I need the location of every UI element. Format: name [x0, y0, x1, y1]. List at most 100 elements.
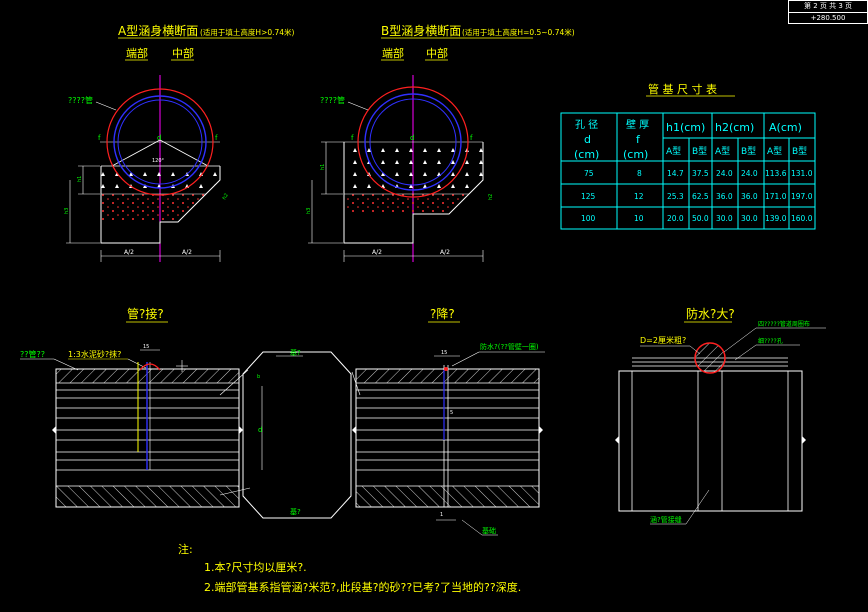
- table-cell-d: 125: [581, 192, 596, 201]
- settle-waterproof-label: 防水?(??管壁一圈): [480, 342, 539, 351]
- table-cell-ab: 160.0: [791, 214, 813, 223]
- table-h1-b-type: B型: [692, 146, 707, 157]
- middle-b-label: b: [257, 374, 260, 380]
- joint-bottom-hatch: [56, 486, 239, 507]
- table-cell-ab: 131.0: [791, 169, 813, 178]
- table-header-col2-bot: (cm): [623, 148, 648, 161]
- section-a-f-left: f: [98, 134, 101, 142]
- section-b-drawing: B型涵身横断面 (适用于填土高度H=0.5~0.74米) 端部 中部 ????管…: [306, 23, 575, 262]
- middle-octagon: [242, 351, 352, 519]
- table-h2-b-type: B型: [741, 146, 756, 157]
- table-cell-f: 12: [634, 192, 644, 201]
- section-a-dim-total: h3: [64, 208, 70, 214]
- section-a-dim-h2: h2: [222, 192, 230, 201]
- table-header-h1: h1(cm): [666, 121, 705, 134]
- table-header-a: A(cm): [769, 121, 802, 134]
- pipe-base-table: 管 基 尺 寸 表 孔 径 d (cm) 壁 厚 f (cm) h1(cm) h…: [560, 82, 816, 230]
- waterproof-view-drawing: 防水?大? D=2厘米粗? 四?????管道周圈布 细????孔 涵?管接缝: [615, 306, 826, 525]
- waterproof-d-label: D=2厘米粗?: [640, 335, 686, 345]
- section-a-dims: [66, 165, 221, 262]
- notes-label: 注:: [178, 542, 193, 556]
- section-b-dims: [308, 141, 484, 262]
- section-a-pipe-inner: [117, 99, 203, 185]
- table-cell-ab: 197.0: [791, 192, 813, 201]
- section-b-base-outline: [343, 142, 484, 244]
- middle-bottom-label: 基?: [290, 507, 301, 516]
- table-h2-a-type: A型: [715, 146, 730, 157]
- table-header-col2-top: 壁 厚: [626, 118, 649, 131]
- section-b-dim-total: h3: [306, 208, 312, 214]
- section-a-half-right: A/2: [182, 249, 192, 256]
- settle-view-title: ?降?: [430, 307, 455, 321]
- note-1: 1.本?尺寸均以厘米?.: [204, 560, 307, 574]
- section-a-d-label: d: [157, 134, 161, 142]
- section-a-base-dots: [101, 194, 160, 222]
- settle-dim-gap: 1: [440, 512, 443, 518]
- table-cell-aa: 171.0: [765, 192, 787, 201]
- section-b-d-label: d: [410, 134, 414, 142]
- section-b-base-dots-right: [413, 194, 469, 214]
- settle-dim-top: 15: [441, 350, 447, 356]
- section-b-f-right: f: [470, 134, 473, 142]
- note-2: 2.端部管基系指管涵?米范?,此段基?的砂??已考?了当地的??深度.: [204, 580, 521, 594]
- title-block-sheet: 第 2 页 共 3 页: [789, 1, 867, 13]
- table-rows: 75 8 14.7 37.5 24.0 24.0 113.6 131.0 125…: [581, 169, 813, 223]
- section-b-pipe-label: ????管: [320, 95, 345, 105]
- joint-dim: 15: [143, 344, 149, 350]
- middle-top-label: 基?: [290, 348, 301, 357]
- section-a-base-outline: [100, 166, 221, 244]
- section-a-title: A型涵身横断面: [118, 23, 198, 38]
- table-header-col1-top: 孔 径: [575, 118, 598, 131]
- settle-bottom-label: 基础: [482, 526, 496, 535]
- section-a-subtitle: (适用于填土高度H>0.74米): [200, 27, 295, 37]
- table-cell-h2a: 30.0: [716, 214, 733, 223]
- section-b-subtitle: (适用于填土高度H=0.5~0.74米): [462, 27, 575, 37]
- section-b-half-left: A/2: [372, 249, 382, 256]
- table-cell-aa: 113.6: [765, 169, 787, 178]
- table-cell-h1a: 20.0: [667, 214, 684, 223]
- table-title: 管 基 尺 寸 表: [648, 82, 717, 96]
- table-cell-h1a: 14.7: [667, 169, 684, 178]
- table-a-a-type: A型: [767, 146, 782, 157]
- table-header-h2: h2(cm): [715, 121, 754, 134]
- table-type-headers: A型 B型 A型 B型 A型 B型: [666, 146, 807, 157]
- section-b-pipe-mid: [364, 93, 462, 191]
- settle-dim-side: 5: [450, 410, 453, 416]
- table-cell-h2b: 24.0: [741, 169, 758, 178]
- middle-d-label: d: [258, 426, 262, 434]
- waterproof-bottom-label: 涵?管接缝: [650, 515, 682, 524]
- table-cell-d: 100: [581, 214, 596, 223]
- section-a-base-triangles: [101, 166, 160, 194]
- waterproof-joint-circle: [694, 342, 726, 374]
- section-a-angle-label: 120°: [152, 158, 165, 164]
- waterproof-r2-label: 细????孔: [758, 337, 783, 345]
- section-a-pipe-label: ????管: [68, 95, 93, 105]
- joint-view-pipe-label: ??管??: [20, 349, 45, 359]
- joint-view-note-label: 1:3水泥砂?抹?: [68, 349, 121, 359]
- section-a-label-mid: 中部: [172, 46, 194, 60]
- section-b-base-triangles-right: [413, 142, 483, 194]
- table-cell-f: 10: [634, 214, 644, 223]
- section-a-pipe-outer: [106, 88, 214, 196]
- section-b-half-right: A/2: [440, 249, 450, 256]
- table-cell-h2b: 36.0: [741, 192, 758, 201]
- section-a-pipe-mid: [113, 95, 207, 189]
- section-b-f-left: f: [351, 134, 354, 142]
- title-block-code: +280.500: [810, 14, 846, 22]
- table-header-col1-bot: (cm): [574, 148, 599, 161]
- table-cell-aa: 139.0: [765, 214, 787, 223]
- table-cell-h1b: 50.0: [692, 214, 709, 223]
- table-cell-f: 8: [637, 169, 642, 178]
- joint-view-title: 管?接?: [127, 306, 164, 321]
- section-b-pipe-outer: [357, 86, 469, 198]
- table-row: 100 10 20.0 50.0 30.0 30.0 139.0 160.0: [581, 214, 813, 223]
- table-cell-h1a: 25.3: [667, 192, 684, 201]
- settle-top-hatch: [356, 369, 539, 383]
- table-h1-a-type: A型: [666, 146, 681, 157]
- table-cell-h1b: 37.5: [692, 169, 709, 178]
- section-b-base-dots: [344, 194, 413, 214]
- section-a-drawing: A型涵身横断面 (适用于填土高度H>0.74米) 端部 中部 ????管 f f…: [64, 23, 295, 262]
- table-cell-h1b: 62.5: [692, 192, 709, 201]
- section-b-pipe-inner: [369, 98, 457, 186]
